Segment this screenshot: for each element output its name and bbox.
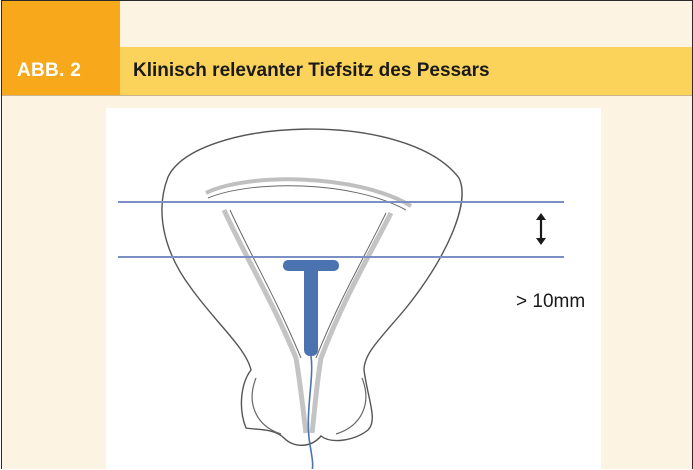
figure-header: ABB. 2 Klinisch relevanter Tiefsitz des … <box>2 47 692 95</box>
pessary-device <box>283 260 339 469</box>
uterus-diagram <box>106 108 601 469</box>
cavity-left-wall <box>224 210 306 433</box>
figure-label: ABB. 2 <box>17 60 81 82</box>
double-arrow-icon <box>536 213 546 245</box>
cavity-right-wall <box>312 213 391 433</box>
cervix-right-lobe <box>336 378 366 434</box>
uterus-illustration: > 10mm <box>106 108 601 469</box>
measurement-label: > 10mm <box>516 291 585 313</box>
header-divider <box>2 95 692 96</box>
cervix-left-lobe <box>252 378 281 434</box>
figure-label-cell: ABB. 2 <box>2 47 120 95</box>
figure-title: Klinisch relevanter Tiefsitz des Pessars <box>133 60 490 82</box>
